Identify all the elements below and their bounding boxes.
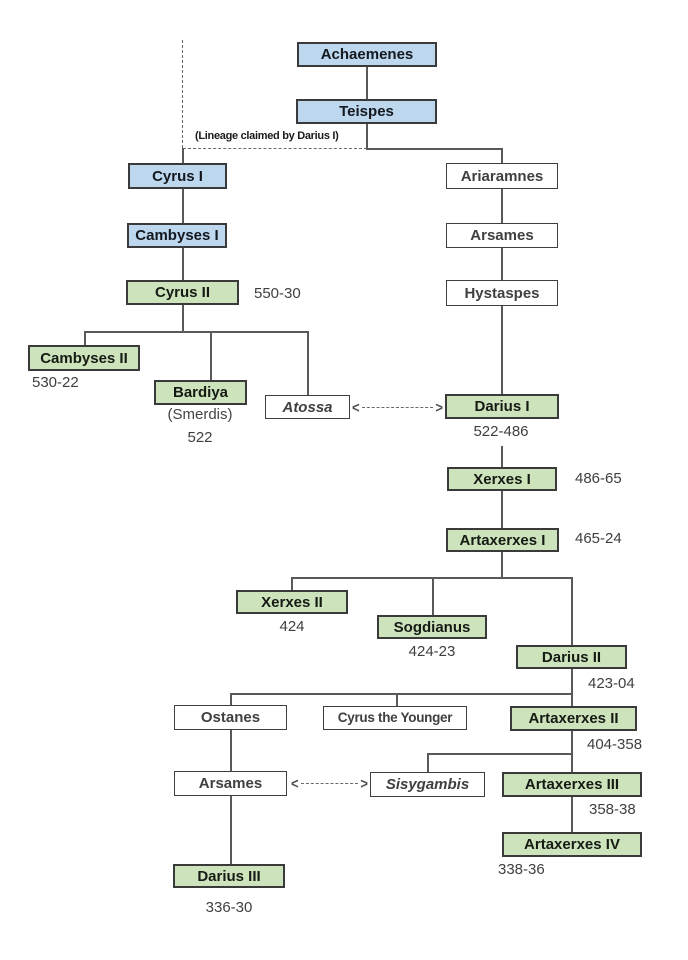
node-darius1: Darius I (445, 394, 559, 419)
connector-teispes-down (366, 124, 368, 149)
connector-drop-sisygambis (427, 753, 429, 772)
arrow-left-icon: < (291, 774, 299, 792)
alias-bardiya: (Smerdis) (167, 406, 233, 423)
node-bardiya: Bardiya (154, 380, 247, 405)
connector-drop-darius2 (571, 577, 573, 645)
connector-drop-cyrus-younger (396, 693, 398, 706)
connector-drop-atossa (307, 331, 309, 395)
node-cambyses2: Cambyses II (28, 345, 140, 371)
marriage-arrow-arsames2-sisygambis: < > (291, 774, 368, 792)
connector-artaxerxes1-children-horizontal (291, 577, 572, 579)
connector-darius2-down (571, 668, 573, 693)
connector-drop-cyrus1 (182, 148, 184, 163)
connector-ariaramnes-arsames (501, 189, 503, 223)
arrow-left-icon: < (352, 398, 360, 416)
node-ariaramnes: Ariaramnes (446, 163, 558, 189)
connector-arsames-hystaspes (501, 248, 503, 280)
connector-darius1-xerxes1 (501, 446, 503, 467)
node-cyrus2: Cyrus II (126, 280, 239, 305)
reign-artaxerxes3: 358-38 (589, 801, 636, 818)
reign-artaxerxes1: 465-24 (575, 530, 622, 547)
reign-cyrus2: 550-30 (254, 285, 301, 302)
connector-teispes-ariaramnes-horizontal (366, 148, 502, 150)
connector-drop-sogdianus (432, 577, 434, 615)
connector-artaxerxes1-down (501, 552, 503, 577)
reign-sogdianus: 424-23 (408, 643, 456, 660)
connector-cyrus2-children-horizontal (84, 331, 308, 333)
connector-artaxerxes3-artaxerxes4 (571, 797, 573, 832)
connector-ostanes-arsames2 (230, 730, 232, 771)
lineage-dashed-horizontal-line (183, 148, 367, 149)
node-arsames-elder: Arsames (446, 223, 558, 248)
connector-darius2-children-horizontal (230, 693, 572, 695)
arrow-right-icon: > (360, 774, 368, 792)
node-artaxerxes1: Artaxerxes I (446, 528, 559, 552)
reign-bardiya: 522 (187, 429, 213, 446)
reign-xerxes2: 424 (279, 618, 305, 635)
connector-artaxerxes2-artaxerxes3 (571, 731, 573, 772)
connector-drop-cambyses2 (84, 331, 86, 345)
node-darius2: Darius II (516, 645, 627, 669)
node-cambyses1: Cambyses I (127, 223, 227, 248)
node-arsames-younger: Arsames (174, 771, 287, 796)
node-xerxes2: Xerxes II (236, 590, 348, 614)
connector-drop-ariaramnes (501, 148, 503, 163)
node-artaxerxes4: Artaxerxes IV (502, 832, 642, 857)
node-darius3: Darius III (173, 864, 285, 888)
node-artaxerxes2: Artaxerxes II (510, 706, 637, 731)
reign-darius1: 522-486 (473, 423, 529, 440)
node-cyrus1: Cyrus I (128, 163, 227, 189)
connector-cyrus1-cambyses1 (182, 189, 184, 223)
node-cyrus-the-younger: Cyrus the Younger (323, 706, 467, 730)
connector-xerxes1-artaxerxes1 (501, 491, 503, 528)
lineage-note: (Lineage claimed by Darius I) (195, 130, 339, 142)
connector-achaemenes-teispes (366, 67, 368, 99)
node-xerxes1: Xerxes I (447, 467, 557, 491)
node-hystaspes: Hystaspes (446, 280, 558, 306)
connector-cyrus2-down (182, 305, 184, 331)
connector-cambyses1-cyrus2 (182, 248, 184, 280)
connector-drop-xerxes2 (291, 577, 293, 590)
reign-cambyses2: 530-22 (32, 374, 79, 391)
node-artaxerxes3: Artaxerxes III (502, 772, 642, 797)
arrow-shaft (300, 782, 359, 784)
reign-artaxerxes2: 404-358 (587, 736, 643, 753)
connector-drop-ostanes (230, 693, 232, 705)
reign-artaxerxes4: 338-36 (498, 861, 545, 878)
node-teispes: Teispes (296, 99, 437, 124)
connector-arsames2-darius3 (230, 796, 232, 864)
marriage-arrow-atossa-darius1: < > (352, 398, 443, 416)
arrow-right-icon: > (435, 398, 443, 416)
node-sisygambis: Sisygambis (370, 772, 485, 797)
reign-darius2: 423-04 (588, 675, 635, 692)
reign-xerxes1: 486-65 (575, 470, 622, 487)
node-atossa: Atossa (265, 395, 350, 419)
connector-drop-artaxerxes2 (571, 693, 573, 706)
connector-hystaspes-darius1 (501, 306, 503, 394)
lineage-dashed-vertical-line (182, 40, 183, 148)
arrow-shaft (361, 406, 434, 408)
node-ostanes: Ostanes (174, 705, 287, 730)
connector-drop-bardiya (210, 331, 212, 380)
node-achaemenes: Achaemenes (297, 42, 437, 67)
reign-darius3: 336-30 (205, 899, 253, 916)
node-sogdianus: Sogdianus (377, 615, 487, 639)
connector-sisygambis-branch-horizontal (427, 753, 572, 755)
